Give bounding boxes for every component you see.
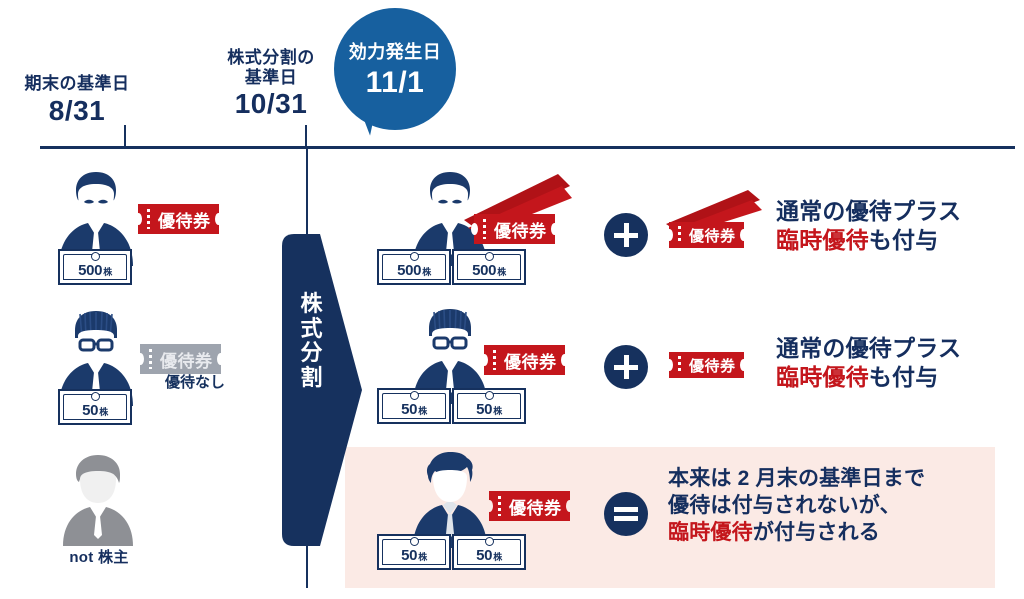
result-row2-line2: 臨時優待も付与 — [776, 363, 961, 392]
certificate-after-50-b: 50株 — [452, 388, 526, 424]
benefit-ticket-label: 優待券 — [689, 357, 736, 375]
result-text-row2: 通常の優待プラス 臨時優待も付与 — [776, 334, 961, 393]
effective-date-value: 11/1 — [365, 66, 425, 99]
certificate-value: 50 — [401, 401, 418, 418]
no-benefit-note: 優待なし — [164, 374, 225, 391]
certificate-after-500-b: 500株 — [452, 249, 526, 285]
certificate-before-50: 50株 — [58, 389, 132, 425]
timeline-axis — [40, 146, 1015, 149]
result-row1-line1: 通常の優待プラス — [776, 198, 962, 224]
certificate-value: 50 — [476, 547, 493, 564]
operator-plus-row2 — [604, 345, 648, 389]
result-row3-line3: 臨時優待が付与される — [668, 520, 925, 547]
result-row1-line2: 臨時優待も付与 — [776, 226, 961, 255]
certificate-row3-b: 50株 — [452, 534, 526, 570]
certificate-row3-a: 50株 — [377, 534, 451, 570]
milestone-period-end: 期末の基準日 8/31 — [2, 74, 152, 127]
benefit-ticket-after-500: 優待券 — [471, 214, 558, 244]
result-row2-line2-rest: も付与 — [868, 364, 939, 391]
certificate-value: 50 — [401, 547, 418, 564]
non-shareholder-icon — [58, 452, 138, 548]
certificate-unit: 株 — [493, 406, 502, 416]
certificate-after-500-a: 500株 — [377, 249, 451, 285]
benefit-ticket-before-50-disabled: 優待券 — [137, 344, 224, 374]
stock-split-label-line2: 分割 — [300, 340, 324, 390]
milestone-split-record-caption-line2: 基準日 — [244, 67, 298, 87]
non-shareholder-caption: not 株主 — [69, 549, 129, 566]
certificate-after-50-a: 50株 — [377, 388, 451, 424]
certificate-unit: 株 — [103, 267, 112, 277]
result-row3-line1: 本来は 2 月末の基準日まで — [668, 467, 926, 490]
certificate-unit: 株 — [99, 407, 108, 417]
certificate-value: 500 — [472, 262, 497, 279]
benefit-ticket-row3: 優待券 — [486, 491, 573, 521]
milestone-split-record: 株式分割の 基準日 10/31 — [196, 48, 346, 120]
benefit-ticket-label: 優待券 — [158, 211, 211, 231]
result-text-row3: 本来は 2 月末の基準日まで 優待は付与されないが、 臨時優待が付与される — [668, 466, 925, 547]
benefit-ticket-label: 優待券 — [509, 498, 562, 518]
result-row2-line1: 通常の優待プラス — [776, 335, 962, 361]
certificate-unit: 株 — [418, 552, 427, 562]
stock-split-arrow — [272, 232, 364, 548]
extra-benefit-ticket-row1: 優待券 — [666, 222, 747, 248]
timeline-tick-split-record — [305, 125, 307, 149]
certificate-unit: 株 — [422, 267, 431, 277]
benefit-ticket-label: 優待券 — [160, 351, 213, 371]
certificate-value: 50 — [82, 402, 99, 419]
milestone-split-record-date: 10/31 — [234, 88, 308, 120]
result-row1-line2-highlight: 臨時優待 — [776, 227, 869, 254]
benefit-ticket-before-500: 優待券 — [135, 204, 222, 234]
stock-split-label-line1: 株式 — [300, 291, 324, 341]
operator-equals-row3 — [604, 492, 648, 536]
benefit-ticket-label: 優待券 — [504, 352, 557, 372]
milestone-period-end-date: 8/31 — [48, 94, 106, 126]
result-text-row1: 通常の優待プラス 臨時優待も付与 — [776, 197, 961, 256]
effective-date-caption: 効力発生日 — [348, 42, 442, 62]
result-row3-line3-rest: が付与される — [752, 520, 881, 544]
certificate-unit: 株 — [418, 406, 427, 416]
result-row2-line2-highlight: 臨時優待 — [776, 364, 869, 391]
certificate-unit: 株 — [493, 552, 502, 562]
timeline-tick-period-end — [124, 125, 126, 148]
operator-plus-row1 — [604, 213, 648, 257]
milestone-split-record-caption-line1: 株式分割の — [227, 48, 315, 67]
extra-benefit-ticket-row2: 優待券 — [666, 352, 747, 378]
certificate-value: 50 — [476, 401, 493, 418]
result-row3-line3-highlight: 臨時優待 — [668, 520, 753, 544]
benefit-ticket-after-50: 優待券 — [481, 345, 568, 375]
certificate-unit: 株 — [497, 267, 506, 277]
certificate-value: 500 — [78, 262, 103, 279]
certificate-value: 500 — [397, 262, 422, 279]
benefit-ticket-label: 優待券 — [689, 227, 736, 245]
stock-split-arrow-label: 株式 分割 — [292, 291, 332, 391]
certificate-before-500: 500株 — [58, 249, 132, 285]
milestone-period-end-caption: 期末の基準日 — [24, 74, 130, 93]
benefit-ticket-label: 優待券 — [494, 221, 547, 241]
effective-date-callout: 効力発生日 11/1 — [334, 8, 456, 130]
result-row1-line2-rest: も付与 — [868, 227, 939, 254]
result-row3-line2: 優待は付与されないが、 — [668, 493, 901, 517]
